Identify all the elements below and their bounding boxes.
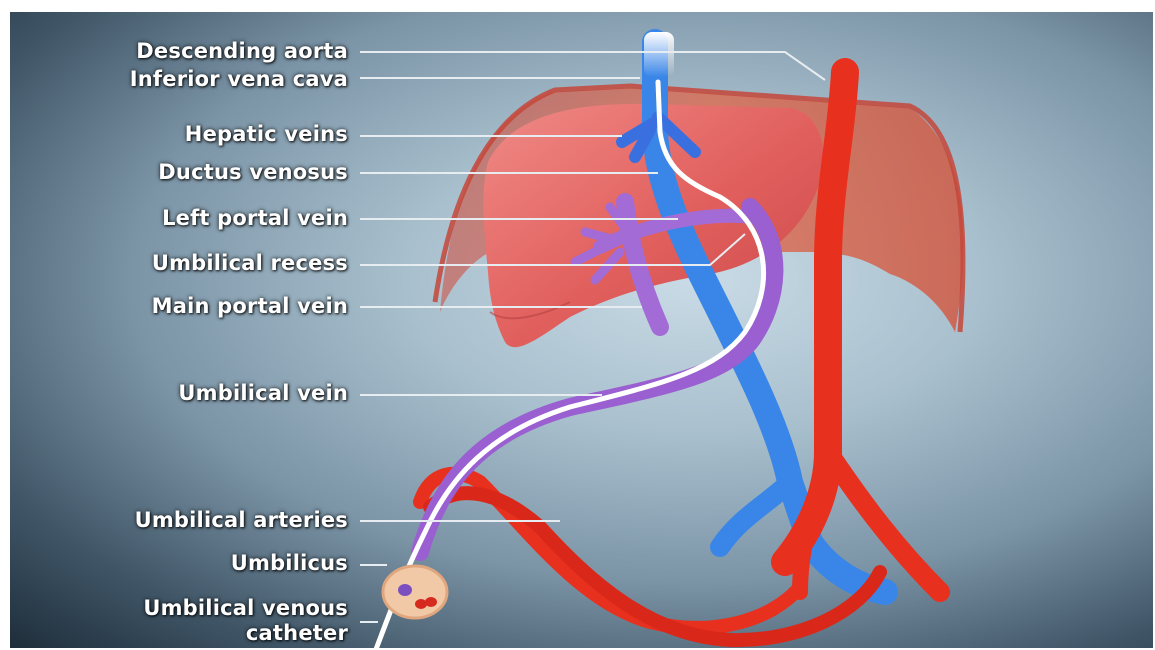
- label-inferior-vena-cava: Inferior vena cava: [130, 67, 348, 92]
- label-descending-aorta: Descending aorta: [136, 39, 348, 64]
- label-umbilical-venous-catheter-line2: catheter: [143, 621, 348, 646]
- label-ductus-venosus: Ductus venosus: [158, 160, 348, 185]
- label-umbilical-venous-catheter-line1: Umbilical venous: [143, 596, 348, 621]
- label-umbilical-vein: Umbilical vein: [178, 381, 348, 406]
- label-umbilical-recess: Umbilical recess: [152, 251, 348, 276]
- ivc-branch-left: [720, 482, 790, 547]
- label-hepatic-veins: Hepatic veins: [185, 122, 348, 147]
- label-umbilicus: Umbilicus: [231, 551, 348, 576]
- umbilicus-vein-cut: [398, 584, 412, 596]
- label-main-portal-vein: Main portal vein: [152, 294, 348, 319]
- leader-descending-aorta: [360, 52, 825, 80]
- label-umbilical-venous-catheter: Umbilical venous catheter: [143, 596, 348, 646]
- umbilicus-artery-cut-2: [425, 597, 437, 607]
- umbilicus-artery-cut-1: [415, 599, 427, 609]
- anatomy-artwork: [10, 12, 1153, 648]
- label-left-portal-vein: Left portal vein: [162, 206, 348, 231]
- label-umbilical-arteries: Umbilical arteries: [135, 508, 348, 533]
- catheter-tip-glow: [644, 32, 674, 77]
- anatomy-illustration: Descending aorta Inferior vena cava Hepa…: [10, 12, 1153, 648]
- umbilicus: [383, 566, 447, 618]
